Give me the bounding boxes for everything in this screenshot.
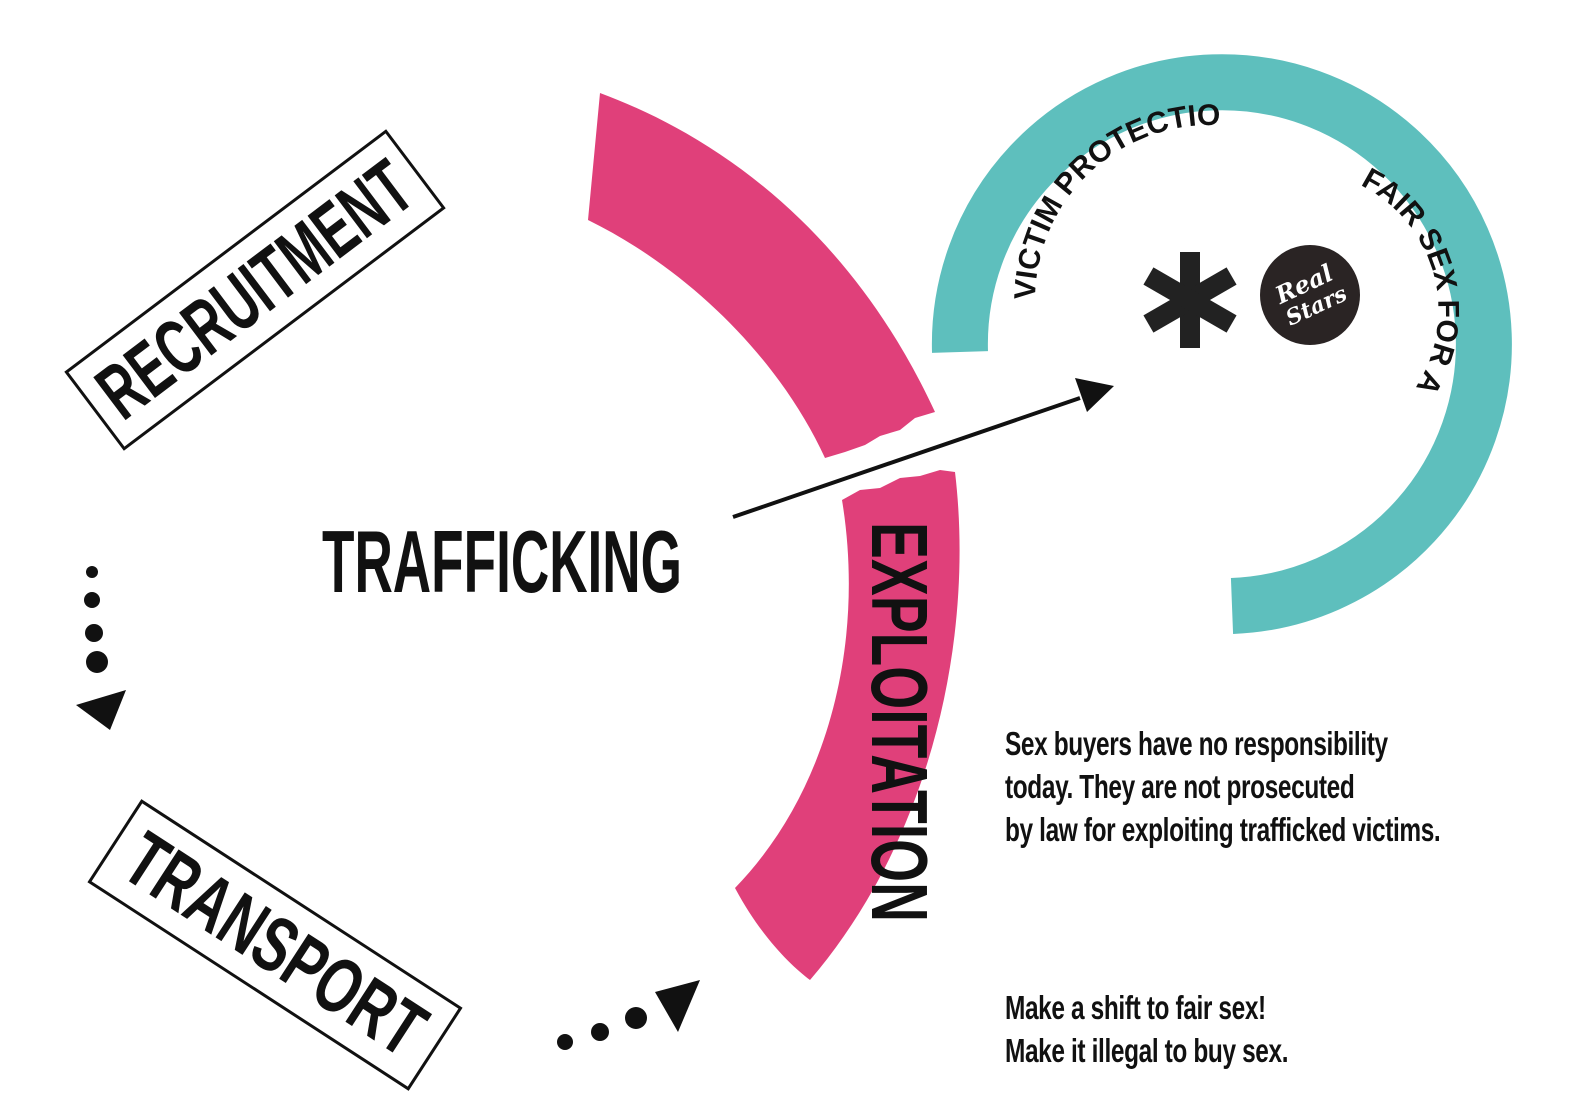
recruitment-banner-frame — [64, 129, 446, 451]
responsibility-note: Sex buyers have no responsibility today.… — [1005, 722, 1441, 851]
note-line: Make it illegal to buy sex. — [1005, 1032, 1289, 1069]
exploitation-label: EXPLOITATION — [855, 522, 944, 922]
transport-label: TRANSPORT — [109, 815, 442, 1074]
recruitment-label: RECRUITMENT — [80, 143, 428, 436]
exploitation-arc-upper — [588, 93, 935, 458]
transport-banner-frame — [87, 799, 463, 1091]
real-stars-logo: Real Stars — [1260, 245, 1360, 345]
recruitment-banner: RECRUITMENT — [64, 129, 446, 451]
note-line: Make a shift to fair sex! — [1005, 989, 1266, 1026]
dotted-arrow-bottom — [557, 980, 700, 1050]
transport-banner: TRANSPORT — [87, 799, 463, 1091]
triangle-arrow-icon — [76, 690, 126, 730]
call-to-action-note: Make a shift to fair sex! Make it illega… — [1005, 986, 1289, 1072]
solution-ring — [931, 54, 1512, 634]
solution-arrow-line — [732, 396, 1081, 519]
exploitation-arc-lower — [735, 470, 960, 980]
asterisk-icon — [1143, 252, 1237, 348]
note-line: today. They are not prosecuted — [1005, 768, 1355, 805]
dotted-arrow-left — [76, 566, 126, 730]
triangle-arrow-icon — [655, 980, 700, 1032]
trafficking-title: TRAFFICKING — [322, 512, 682, 611]
arrowhead-icon — [1075, 378, 1114, 412]
note-line: by law for exploiting trafficked victims… — [1005, 811, 1441, 848]
note-line: Sex buyers have no responsibility — [1005, 725, 1388, 762]
